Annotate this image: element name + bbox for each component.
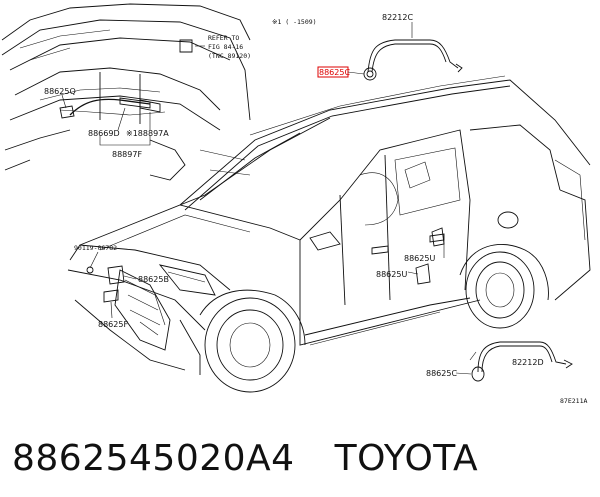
callout-88897f: 88897F — [112, 150, 142, 159]
callout-188897a: ※188897A — [126, 129, 169, 138]
callout-88625f: 88625F — [98, 320, 128, 329]
callout-82212d: 82212D — [512, 358, 544, 367]
footer: 8862545020A4 TOYOTA — [12, 428, 592, 488]
callout-88625c-top-highlighted: 88625C — [319, 68, 350, 77]
part-number: 8862545020A4 — [12, 437, 295, 479]
callout-88625u-lower: 88625U — [376, 270, 407, 279]
callout-88625b: 88625B — [138, 275, 169, 284]
callout-88625q: 88625Q — [44, 87, 76, 96]
callout-82212c-top: 82212C — [382, 13, 413, 22]
bottom-sensor-assembly — [469, 341, 573, 382]
callout-88625c-bottom: 88625C — [426, 369, 457, 378]
callout-88625u-upper: 88625U — [404, 254, 435, 263]
brand-name: TOYOTA — [334, 437, 479, 479]
callout-88669d: 88669D — [88, 129, 120, 138]
vehicle-outline — [67, 75, 591, 393]
refer-text-3: (TNC 89120) — [208, 52, 251, 60]
note-text: ※1 ( -1509) — [272, 18, 317, 26]
parts-diagram: 88625Q 88669D ※188897A 88897F REFER TO F… — [1, 3, 591, 405]
callout-90119-06782: 90119-06782 — [74, 244, 117, 252]
refer-text-1: REFER TO — [208, 34, 239, 42]
dashboard-inset — [1, 3, 251, 181]
top-sensor-assembly — [363, 22, 463, 81]
diagram-reference-code: 87E211A — [560, 397, 587, 405]
refer-text-2: FIG 84-16 — [208, 43, 243, 51]
